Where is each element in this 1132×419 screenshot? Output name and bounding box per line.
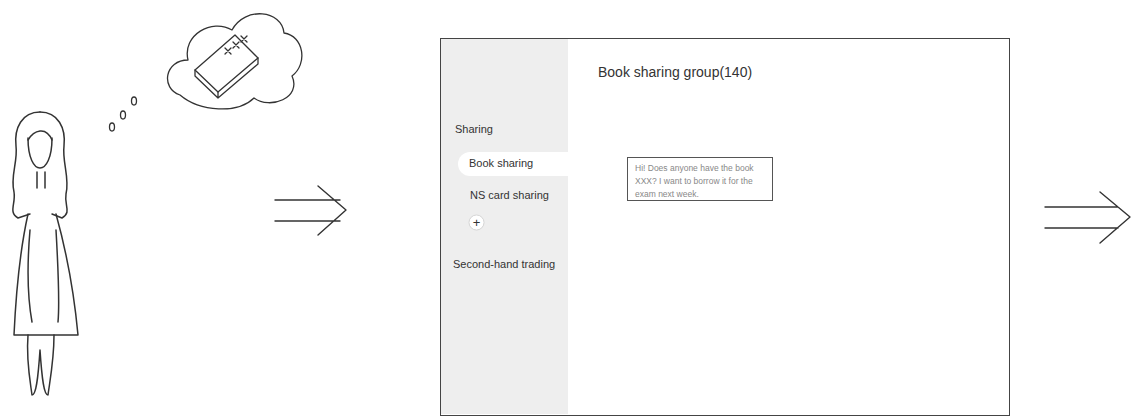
book-pages	[195, 58, 258, 98]
bangs	[28, 131, 52, 140]
double-arrow	[275, 186, 346, 235]
selected-tab: Book sharing	[458, 152, 568, 176]
dress	[14, 214, 78, 335]
circle-shape	[469, 215, 484, 230]
menu-item: Book sharing	[469, 157, 533, 171]
menu-item: NS card sharing	[470, 189, 549, 203]
thought-dot	[110, 123, 115, 131]
group-title: Book sharing group(140)	[598, 64, 752, 82]
arm	[28, 230, 59, 322]
app-window: Book sharing group(140) Sharing NS card sh…	[440, 38, 1010, 416]
hair	[40, 112, 67, 218]
message-text: Hi! Does anyone have the book XXX? I wan…	[635, 162, 766, 201]
menu-heading: Second-hand trading	[453, 258, 555, 272]
book-marks	[225, 36, 247, 54]
person-sketch	[13, 112, 78, 395]
thought-cloud	[168, 14, 302, 109]
thought-dot	[132, 97, 137, 105]
legs	[27, 335, 54, 395]
add-sign: +	[468, 214, 485, 231]
double-arrow	[1045, 192, 1130, 243]
add-button: +	[468, 214, 485, 231]
thought-dot	[121, 111, 126, 119]
face	[28, 138, 52, 168]
hair	[13, 112, 40, 218]
neck	[37, 172, 45, 188]
message-bubble: Hi! Does anyone have the book XXX? I wan…	[627, 157, 773, 201]
menu-heading: Sharing	[455, 123, 493, 137]
thought-bubble	[110, 14, 302, 131]
book-cover	[195, 35, 258, 92]
sidebar-band: Sharing NS card sharingSecond-hand tradin…	[441, 39, 568, 414]
